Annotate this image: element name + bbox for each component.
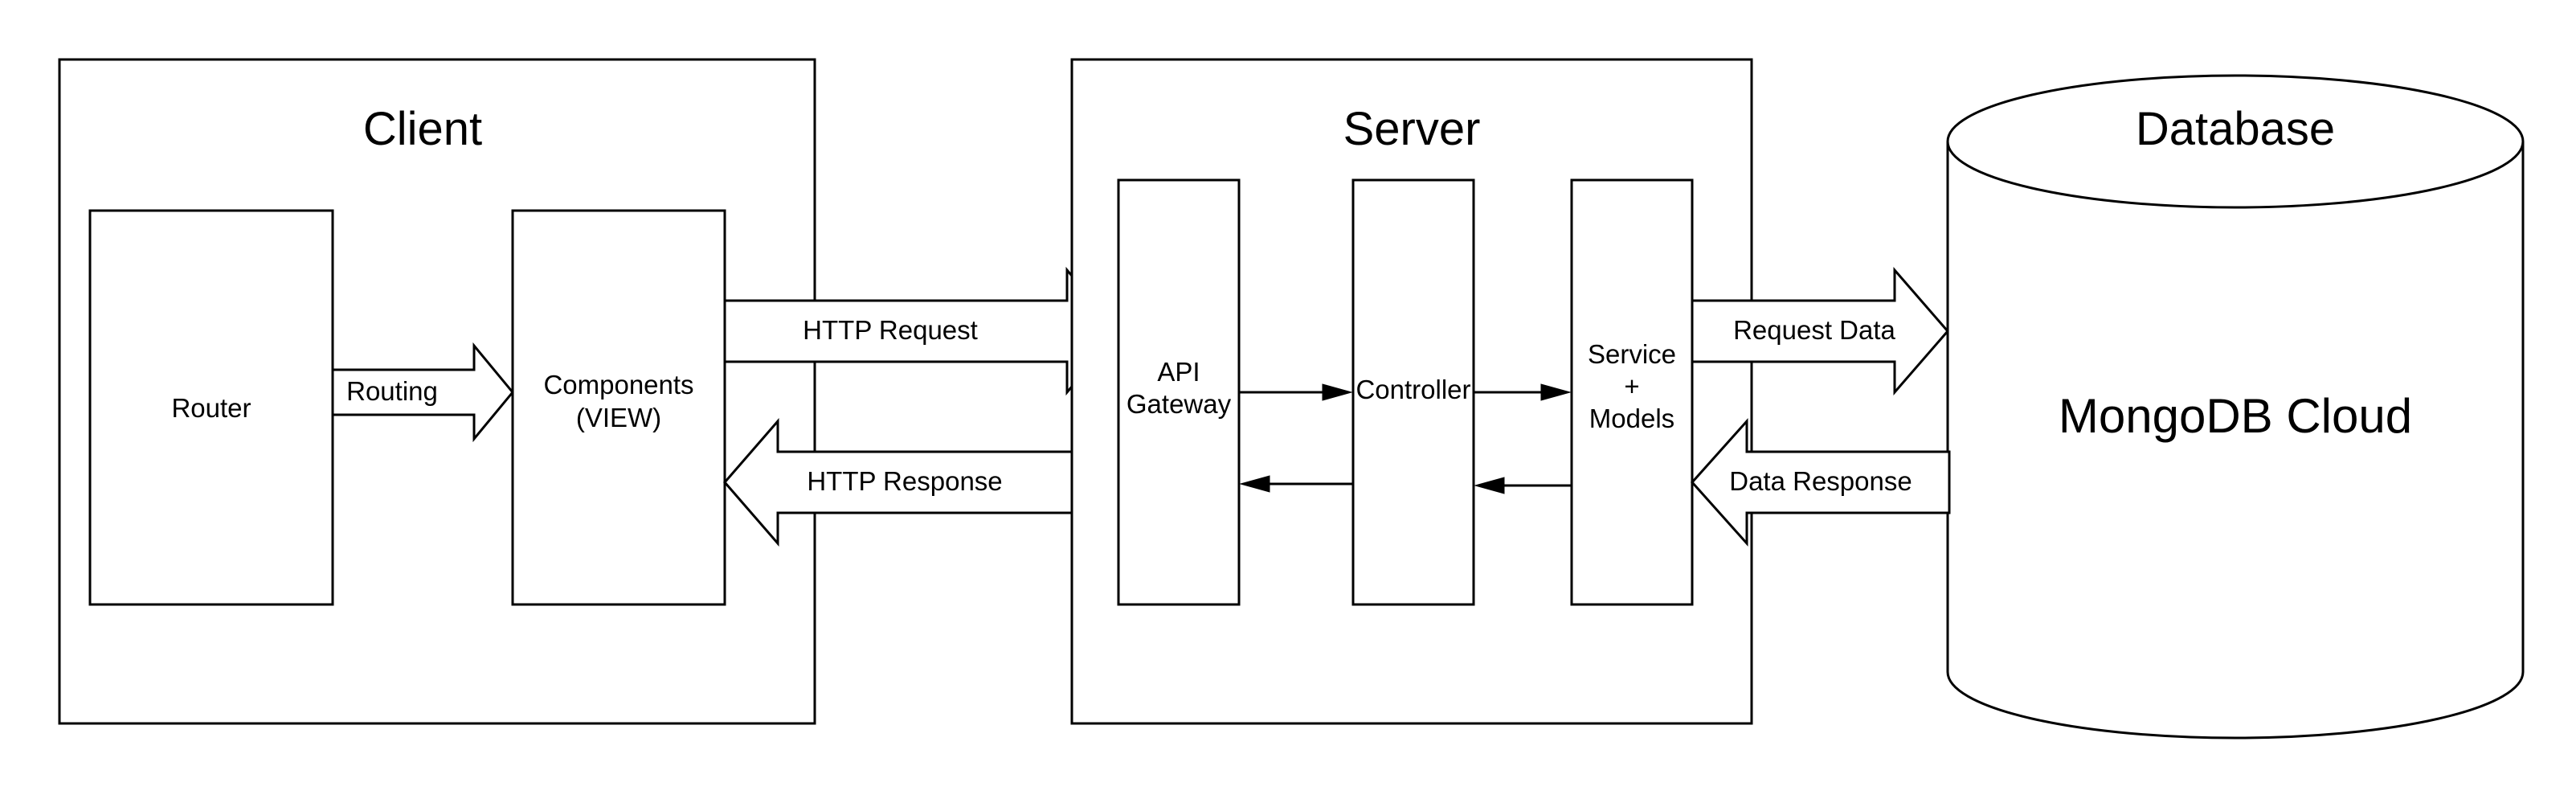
components-label-line1: Components xyxy=(543,370,693,400)
api-gateway-label-line2: Gateway xyxy=(1126,389,1232,419)
routing-arrow xyxy=(331,342,514,443)
data-response-label: Data Response xyxy=(1729,466,1912,496)
database-title: Database xyxy=(2136,103,2335,155)
router-box xyxy=(88,209,334,606)
service-models-box xyxy=(1570,178,1694,606)
service-to-controller-arrow xyxy=(1474,477,1572,494)
routing-label: Routing xyxy=(346,376,438,406)
controller-label: Controller xyxy=(1355,375,1470,404)
http-response-arrow xyxy=(723,417,1120,547)
request-data-arrow xyxy=(1691,266,1949,396)
database-cylinder-top xyxy=(1946,74,2525,209)
api-gateway-label-line1: API xyxy=(1157,357,1200,387)
service-models-label-line2: + xyxy=(1624,371,1639,401)
data-response-arrow xyxy=(1690,418,1951,547)
client-group: Client Router Routing Components (VIEW) xyxy=(58,58,816,725)
server-group: Server API Gateway Controller Service + … xyxy=(1070,58,1753,725)
router-label: Router xyxy=(171,393,251,423)
mongodb-cloud-label: MongoDB Cloud xyxy=(2059,389,2412,443)
database-group: Database MongoDB Cloud xyxy=(1946,74,2525,740)
controller-box xyxy=(1351,178,1475,606)
service-models-label-line3: Models xyxy=(1589,404,1674,433)
service-models-label-line1: Service xyxy=(1588,339,1676,369)
api-gateway-box xyxy=(1117,178,1241,606)
components-box xyxy=(511,209,726,606)
components-label-line2: (VIEW) xyxy=(576,403,661,432)
server-title: Server xyxy=(1343,103,1481,155)
controller-to-service-arrow xyxy=(1474,383,1572,401)
request-data-label: Request Data xyxy=(1733,315,1895,345)
http-response-label: HTTP Response xyxy=(807,466,1002,496)
api-to-controller-arrow xyxy=(1239,383,1353,401)
http-request-label: HTTP Request xyxy=(803,315,978,345)
database-cylinder-body xyxy=(1946,141,2525,740)
controller-to-api-arrow xyxy=(1239,475,1353,493)
client-title: Client xyxy=(363,103,482,155)
